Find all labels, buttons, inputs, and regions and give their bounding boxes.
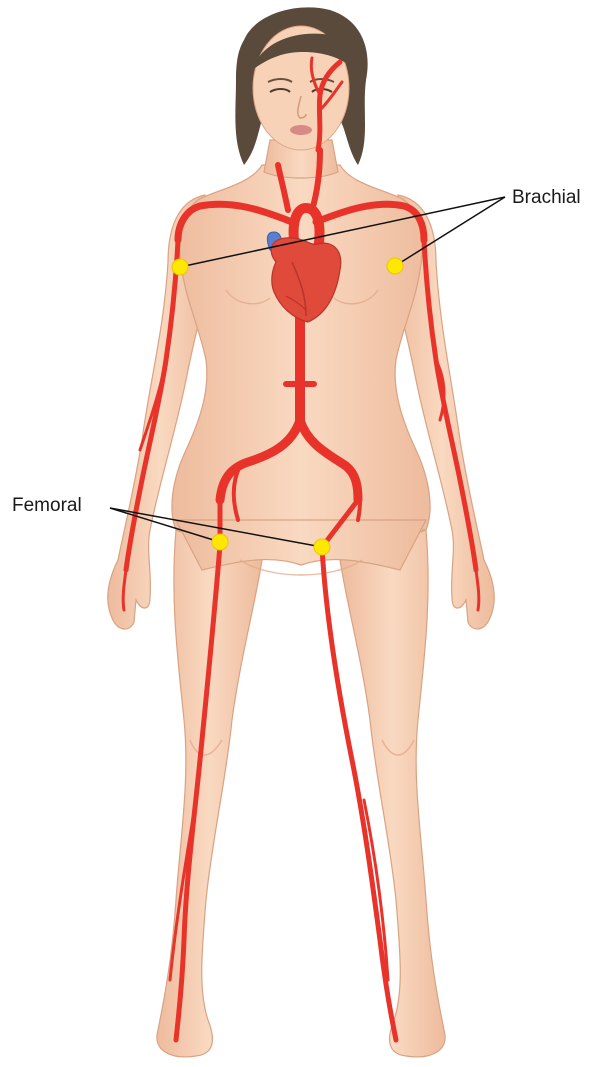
- brachial-pulse-point-left: [387, 258, 403, 274]
- brachial-label: Brachial: [512, 187, 581, 208]
- femoral-label: Femoral: [12, 495, 82, 516]
- right-leg: [157, 530, 262, 1057]
- femoral-pulse-point-right: [212, 534, 228, 550]
- brachial-pulse-point-right: [172, 259, 188, 275]
- lips: [290, 125, 312, 135]
- femoral-pulse-point-left: [314, 539, 330, 555]
- head: [235, 7, 367, 165]
